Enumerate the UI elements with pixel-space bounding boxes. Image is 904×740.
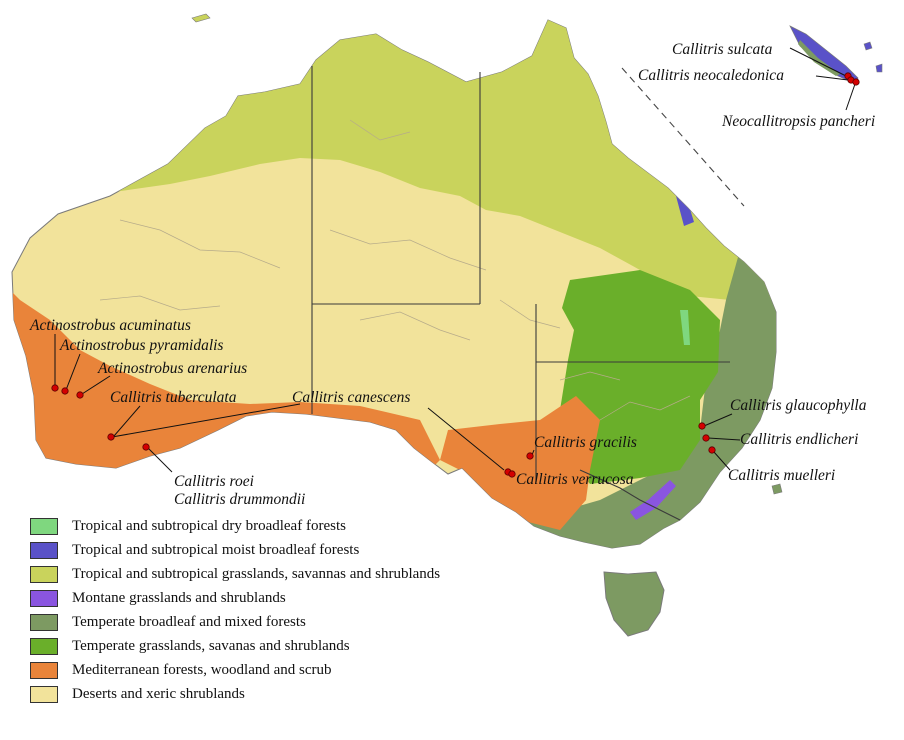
label-callitris-verrucosa: Callitris verrucosa xyxy=(516,471,634,488)
label-callitris-muelleri: Callitris muelleri xyxy=(728,467,835,484)
legend-item: Deserts and xeric shrublands xyxy=(30,682,440,706)
marker-neocallitropsis-pancheri xyxy=(852,78,860,86)
island-se xyxy=(771,483,783,495)
marker-actinostrobus-acuminatus xyxy=(51,384,59,392)
legend-label: Tropical and subtropical dry broadleaf f… xyxy=(72,517,346,534)
region-montane xyxy=(630,480,676,520)
marker-actinostrobus-arenarius xyxy=(76,391,84,399)
marker-actinostrobus-pyramidalis xyxy=(61,387,69,395)
state-borders xyxy=(311,66,730,521)
label-callitris-drummondii: Callitris drummondii xyxy=(174,491,305,508)
new-caledonia-islets xyxy=(863,41,883,73)
legend-swatch xyxy=(30,517,58,535)
legend-swatch xyxy=(30,565,58,583)
region-tropical-dry-forest xyxy=(680,310,690,345)
species-markers xyxy=(51,72,860,478)
legend-label: Deserts and xeric shrublands xyxy=(72,685,245,702)
legend-item: Tropical and subtropical moist broadleaf… xyxy=(30,538,440,562)
label-callitris-endlicheri: Callitris endlicheri xyxy=(740,431,858,448)
legend-item: Temperate broadleaf and mixed forests xyxy=(30,610,440,634)
label-callitris-tuberculata: Callitris tuberculata xyxy=(110,389,237,406)
marker-callitris-muelleri xyxy=(708,446,716,454)
legend-label: Tropical and subtropical grasslands, sav… xyxy=(72,565,441,582)
legend-label: Temperate grasslands, savanas and shrubl… xyxy=(72,637,350,654)
label-callitris-gracilis: Callitris gracilis xyxy=(534,434,637,451)
label-callitris-roei: Callitris roei xyxy=(174,473,254,490)
legend-swatch xyxy=(30,541,58,559)
tasmania xyxy=(603,571,665,637)
legend-swatch xyxy=(30,661,58,679)
legend-swatch xyxy=(30,637,58,655)
label-callitris-glaucophylla: Callitris glaucophylla xyxy=(730,397,867,414)
marker-callitris-glaucophylla xyxy=(698,422,706,430)
region-tropical-moist-forest-2 xyxy=(676,196,694,226)
label-actinostrobus-pyramidalis: Actinostrobus pyramidalis xyxy=(59,337,223,354)
marker-callitris-endlicheri xyxy=(702,434,710,442)
label-callitris-neocaledonica: Callitris neocaledonica xyxy=(638,67,784,84)
marker-callitris-verrucosa xyxy=(508,470,516,478)
label-actinostrobus-acuminatus: Actinostrobus acuminatus xyxy=(29,317,191,334)
legend-item: Temperate grasslands, savanas and shrubl… xyxy=(30,634,440,658)
legend-swatch xyxy=(30,589,58,607)
species-labels: Callitris sulcata Callitris neocaledonic… xyxy=(29,41,875,508)
dashed-boundary xyxy=(621,67,745,207)
marker-callitris-tuberculata xyxy=(107,433,115,441)
marker-callitris-gracilis xyxy=(526,452,534,460)
legend-label: Temperate broadleaf and mixed forests xyxy=(72,613,306,630)
island-nw xyxy=(191,13,211,23)
legend-label: Mediterranean forests, woodland and scru… xyxy=(72,661,332,678)
new-caledonia-strip xyxy=(798,40,840,76)
legend-item: Mediterranean forests, woodland and scru… xyxy=(30,658,440,682)
legend-item: Montane grasslands and shrublands xyxy=(30,586,440,610)
legend-item: Tropical and subtropical grasslands, sav… xyxy=(30,562,440,586)
legend-label: Montane grasslands and shrublands xyxy=(72,589,286,606)
legend: Tropical and subtropical dry broadleaf f… xyxy=(30,514,440,706)
label-callitris-canescens: Callitris canescens xyxy=(292,389,410,406)
region-temperate-grassland xyxy=(560,270,720,484)
legend-label: Tropical and subtropical moist broadleaf… xyxy=(72,541,360,558)
marker-callitris-roei xyxy=(142,443,150,451)
legend-item: Tropical and subtropical dry broadleaf f… xyxy=(30,514,440,538)
label-callitris-sulcata: Callitris sulcata xyxy=(672,41,773,58)
leader-lines xyxy=(54,47,856,473)
rivers xyxy=(99,119,691,421)
legend-swatch xyxy=(30,613,58,631)
legend-swatch xyxy=(30,685,58,703)
label-neocallitropsis-pancheri: Neocallitropsis pancheri xyxy=(721,113,875,130)
label-actinostrobus-arenarius: Actinostrobus arenarius xyxy=(97,360,247,377)
